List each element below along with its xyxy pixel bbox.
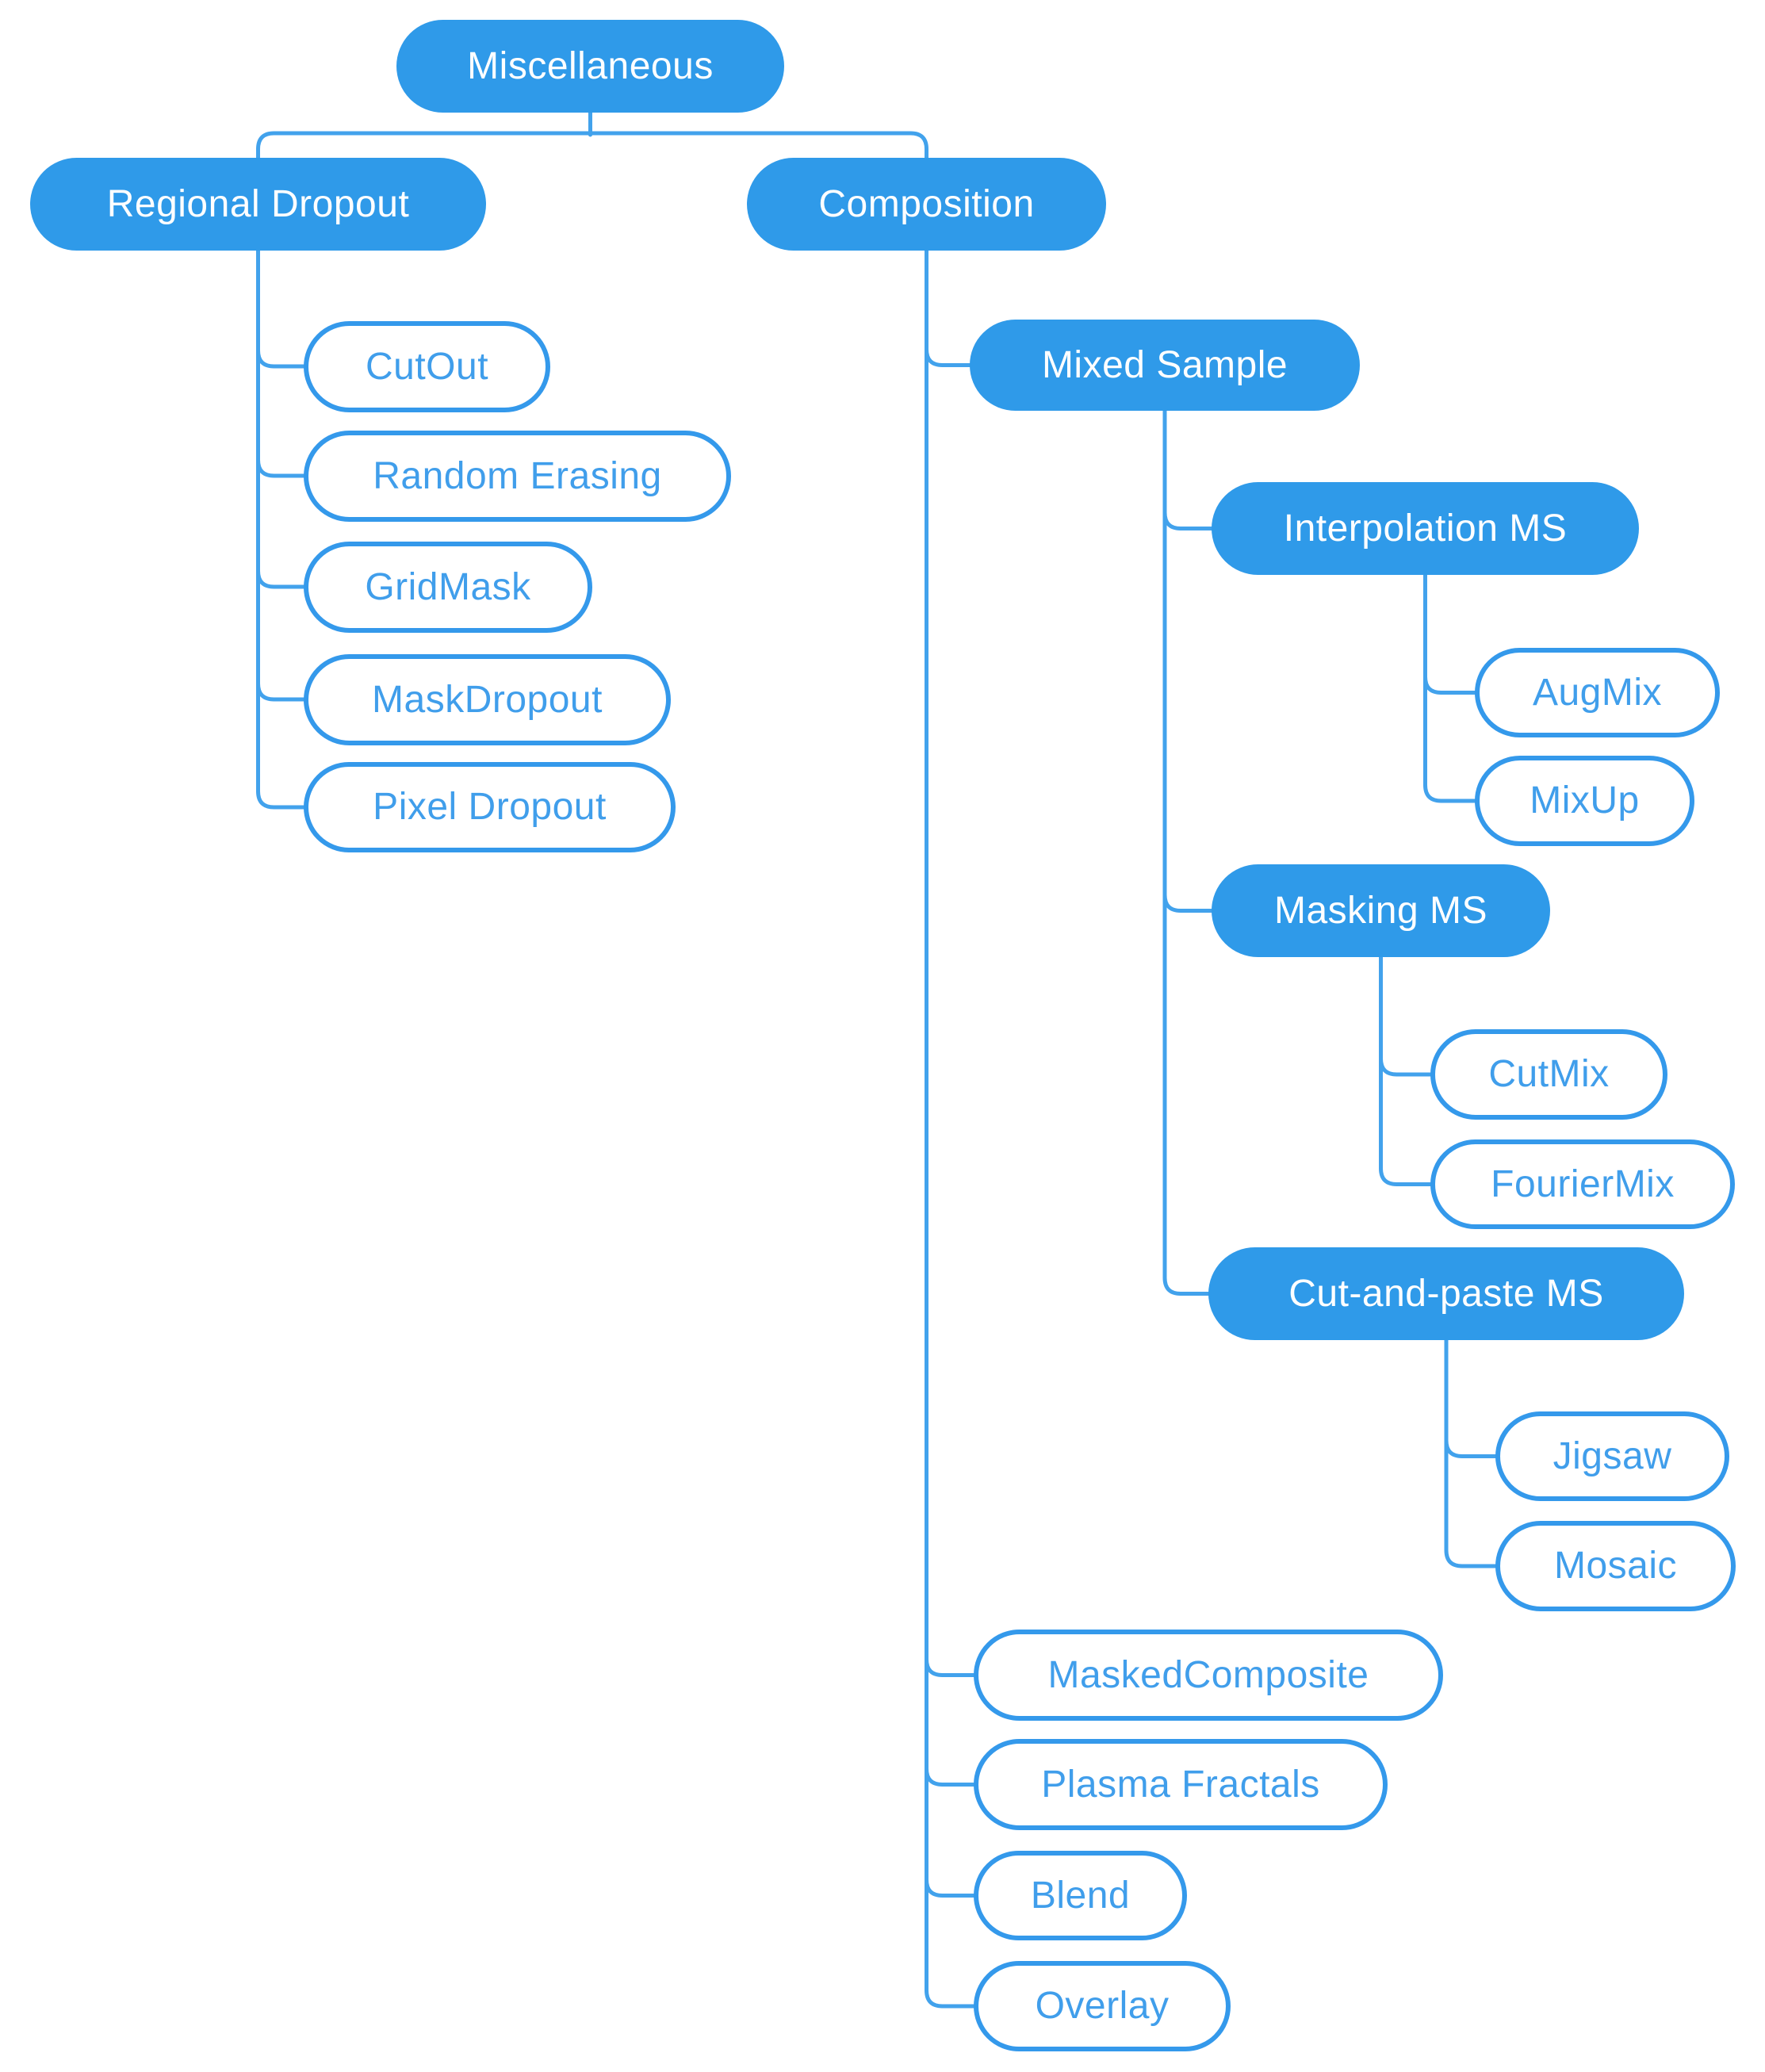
node-label-composition: Composition <box>818 182 1035 225</box>
node-cutout[interactable]: CutOut <box>304 321 550 412</box>
node-label-mixed-sample: Mixed Sample <box>1041 343 1288 386</box>
connector-composition-to-plasma-fractals <box>925 1767 978 1787</box>
node-label-overlay: Overlay <box>1035 1985 1170 2027</box>
node-masking-ms[interactable]: Masking MS <box>1212 864 1550 957</box>
node-mixed-sample[interactable]: Mixed Sample <box>970 320 1360 411</box>
node-gridmask[interactable]: GridMask <box>304 542 592 633</box>
node-pixel-dropout[interactable]: Pixel Dropout <box>304 762 676 852</box>
node-jigsaw[interactable]: Jigsaw <box>1495 1411 1729 1501</box>
node-cutmix[interactable]: CutMix <box>1430 1029 1667 1120</box>
connector-composition-to-mixed-sample <box>925 347 974 367</box>
node-label-cut-and-paste-ms: Cut-and-paste MS <box>1288 1272 1604 1315</box>
node-regional-dropout[interactable]: Regional Dropout <box>30 158 486 251</box>
node-maskdropout[interactable]: MaskDropout <box>304 654 671 745</box>
node-blend[interactable]: Blend <box>974 1851 1187 1940</box>
node-mosaic[interactable]: Mosaic <box>1495 1521 1736 1611</box>
node-label-plasma-fractals: Plasma Fractals <box>1041 1763 1320 1806</box>
node-label-mosaic: Mosaic <box>1553 1545 1678 1587</box>
node-cut-and-paste-ms[interactable]: Cut-and-paste MS <box>1208 1247 1684 1340</box>
connector-regional-to-maskdropout <box>256 681 308 702</box>
connector-masking-trunk-to-fouriermix <box>1379 953 1435 1186</box>
node-label-interpolation-ms: Interpolation MS <box>1283 507 1568 550</box>
connector-regional-to-cutout <box>256 348 308 369</box>
connector-mixed-sample-trunk <box>1162 407 1213 1296</box>
node-label-regional-dropout: Regional Dropout <box>106 182 410 225</box>
connector-composition-to-maskedcomposite <box>925 1657 978 1677</box>
node-label-fouriermix: FourierMix <box>1491 1162 1675 1205</box>
node-label-gridmask: GridMask <box>365 565 531 608</box>
node-mixup[interactable]: MixUp <box>1475 756 1694 846</box>
node-label-random-erasing: Random Erasing <box>373 454 662 497</box>
node-miscellaneous[interactable]: Miscellaneous <box>396 20 784 113</box>
node-random-erasing[interactable]: Random Erasing <box>304 431 731 522</box>
node-label-jigsaw: Jigsaw <box>1553 1434 1672 1477</box>
node-label-maskedcomposite: MaskedComposite <box>1047 1653 1369 1696</box>
node-label-cutmix: CutMix <box>1488 1053 1610 1095</box>
connector-composition-to-blend <box>925 1878 978 1898</box>
connector-split-to-composition-trunk <box>588 131 978 2009</box>
connector-interpolation-trunk-to-mixup <box>1423 571 1480 803</box>
connector-cut-and-paste-to-jigsaw <box>1444 1438 1500 1458</box>
node-interpolation-ms[interactable]: Interpolation MS <box>1212 482 1639 575</box>
node-label-pixel-dropout: Pixel Dropout <box>373 786 607 828</box>
connector-regional-to-random-erasing <box>256 458 308 478</box>
node-label-miscellaneous: Miscellaneous <box>467 44 714 87</box>
node-label-augmix: AugMix <box>1532 671 1663 714</box>
connector-interpolation-to-augmix <box>1423 675 1480 695</box>
node-label-masking-ms: Masking MS <box>1273 889 1488 932</box>
connector-cut-and-paste-trunk-to-mosaic <box>1444 1336 1500 1568</box>
connector-mixed-sample-to-masking <box>1162 893 1216 913</box>
connector-mixed-sample-to-interpolation <box>1162 511 1216 530</box>
node-plasma-fractals[interactable]: Plasma Fractals <box>974 1739 1388 1830</box>
node-composition[interactable]: Composition <box>747 158 1106 251</box>
connector-split-to-regional-trunk <box>256 131 592 810</box>
node-augmix[interactable]: AugMix <box>1475 648 1720 737</box>
node-label-blend: Blend <box>1030 1874 1131 1917</box>
node-label-mixup: MixUp <box>1530 779 1640 822</box>
node-overlay[interactable]: Overlay <box>974 1961 1231 2051</box>
node-maskedcomposite[interactable]: MaskedComposite <box>974 1630 1443 1721</box>
node-fouriermix[interactable]: FourierMix <box>1430 1139 1735 1229</box>
connector-regional-to-gridmask <box>256 569 308 589</box>
node-label-cutout: CutOut <box>365 345 489 388</box>
connector-masking-to-cutmix <box>1379 1056 1435 1077</box>
node-label-maskdropout: MaskDropout <box>372 678 603 721</box>
